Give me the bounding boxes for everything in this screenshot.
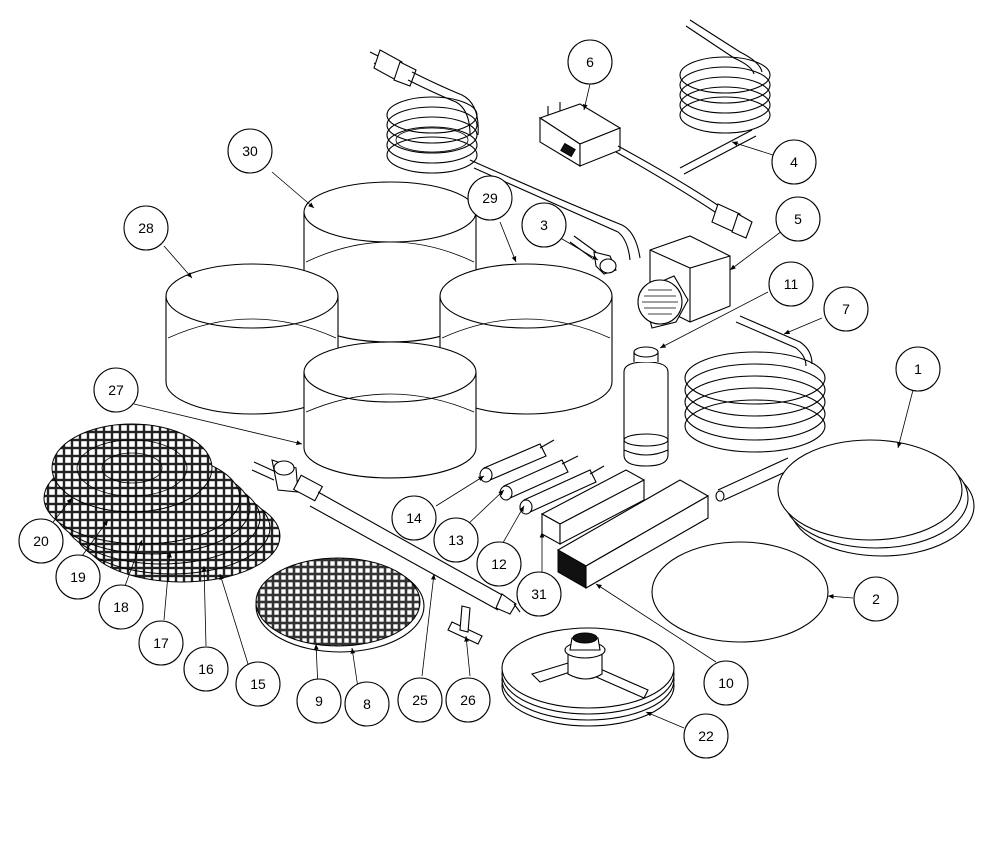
- tee-fitting: [447, 605, 483, 645]
- leader-lines: [49, 83, 914, 729]
- tubing-coil-large: [684, 315, 826, 502]
- callout-2[interactable]: 2: [853, 576, 899, 622]
- callout-9[interactable]: 9: [296, 678, 342, 724]
- fitting-part: [569, 235, 617, 275]
- callout-27[interactable]: 27: [93, 367, 139, 413]
- callout-11[interactable]: 11: [768, 261, 814, 307]
- grit-pad-stack: [43, 423, 281, 583]
- stick-31: [540, 469, 646, 545]
- svg-text:27: 27: [108, 382, 124, 398]
- callout-20[interactable]: 20: [18, 518, 64, 564]
- callout-12[interactable]: 12: [476, 541, 522, 587]
- callout-7[interactable]: 7: [823, 286, 869, 332]
- callout-26[interactable]: 26: [445, 677, 491, 723]
- svg-text:8: 8: [363, 696, 371, 712]
- tubing-coil-small: [679, 19, 771, 175]
- ring-30: [303, 181, 477, 343]
- svg-text:10: 10: [718, 675, 734, 691]
- ring-28: [165, 263, 339, 415]
- callout-1[interactable]: 1: [895, 346, 941, 392]
- svg-text:2: 2: [872, 591, 880, 607]
- svg-text:25: 25: [412, 692, 428, 708]
- svg-text:6: 6: [586, 54, 594, 70]
- svg-text:5: 5: [794, 211, 802, 227]
- svg-text:30: 30: [242, 143, 258, 159]
- callout-14[interactable]: 14: [391, 495, 437, 541]
- mesh-pad: [255, 557, 425, 653]
- ac-plug-icon: [369, 49, 417, 87]
- callout-15[interactable]: 15: [235, 661, 281, 707]
- svg-text:22: 22: [698, 728, 714, 744]
- svg-text:13: 13: [448, 532, 464, 548]
- block-10: [556, 479, 710, 589]
- flat-disc: [651, 541, 829, 643]
- svg-text:12: 12: [491, 556, 507, 572]
- callout-22[interactable]: 22: [683, 713, 729, 759]
- svg-text:15: 15: [250, 676, 266, 692]
- svg-text:1: 1: [914, 361, 922, 377]
- callout-5[interactable]: 5: [775, 196, 821, 242]
- callout-25[interactable]: 25: [397, 677, 443, 723]
- ring-29: [439, 263, 613, 415]
- svg-text:18: 18: [113, 599, 129, 615]
- svg-text:3: 3: [540, 217, 548, 233]
- svg-text:11: 11: [784, 276, 799, 292]
- power-adapter-icon: [538, 102, 753, 239]
- spinner-base: [501, 627, 675, 727]
- svg-text:7: 7: [842, 301, 850, 317]
- syringes: [479, 439, 605, 515]
- svg-text:9: 9: [315, 693, 323, 709]
- callouts: 1 2 3 4 5 6 7 8 9 10 11 12 13 14 15: [18, 39, 941, 759]
- svg-text:20: 20: [33, 533, 49, 549]
- callout-13[interactable]: 13: [433, 517, 479, 563]
- ring-27: [303, 341, 477, 479]
- callout-18[interactable]: 18: [98, 584, 144, 630]
- callout-30[interactable]: 30: [227, 128, 273, 174]
- spray-wand: [251, 459, 521, 615]
- bottle-part: [623, 346, 669, 467]
- callout-3[interactable]: 3: [521, 202, 567, 248]
- svg-text:16: 16: [198, 661, 214, 677]
- svg-text:26: 26: [460, 692, 476, 708]
- svg-text:14: 14: [406, 510, 422, 526]
- callout-6[interactable]: 6: [567, 39, 613, 85]
- cable-coil: [386, 96, 478, 174]
- callout-29[interactable]: 29: [467, 175, 513, 221]
- callout-31[interactable]: 31: [516, 571, 562, 617]
- svg-text:28: 28: [138, 220, 154, 236]
- svg-text:19: 19: [70, 569, 86, 585]
- callout-16[interactable]: 16: [183, 646, 229, 692]
- svg-text:4: 4: [790, 154, 798, 170]
- callout-4[interactable]: 4: [771, 139, 817, 185]
- callout-19[interactable]: 19: [55, 554, 101, 600]
- svg-text:17: 17: [153, 635, 169, 651]
- callout-10[interactable]: 10: [703, 660, 749, 706]
- disc-stack: [777, 439, 975, 557]
- svg-text:31: 31: [531, 586, 547, 602]
- power-cord: [369, 49, 641, 261]
- callout-8[interactable]: 8: [344, 681, 390, 727]
- callout-28[interactable]: 28: [123, 205, 169, 251]
- callout-17[interactable]: 17: [138, 620, 184, 666]
- water-pump-icon: [637, 235, 731, 329]
- svg-text:29: 29: [482, 190, 498, 206]
